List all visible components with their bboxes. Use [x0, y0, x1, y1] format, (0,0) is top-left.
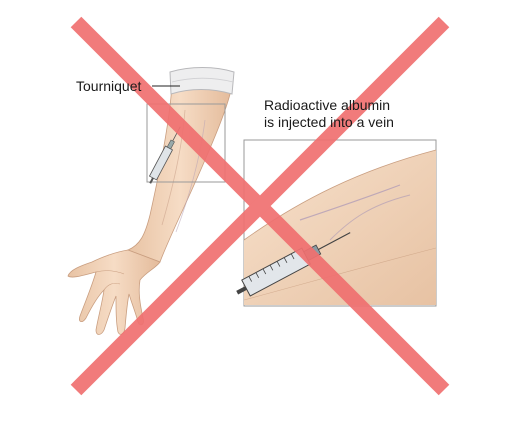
caption-line-2: is injected into a vein — [264, 114, 394, 130]
cross-out-icon — [70, 16, 450, 396]
caption-line-1: Radioactive albumin — [264, 97, 391, 113]
tourniquet-label: Tourniquet — [76, 78, 142, 94]
injection-caption: Radioactive albumin is injected into a v… — [264, 97, 394, 131]
tourniquet-band — [169, 67, 235, 95]
small-inset-box — [146, 103, 226, 183]
syringe-icon — [148, 126, 181, 184]
